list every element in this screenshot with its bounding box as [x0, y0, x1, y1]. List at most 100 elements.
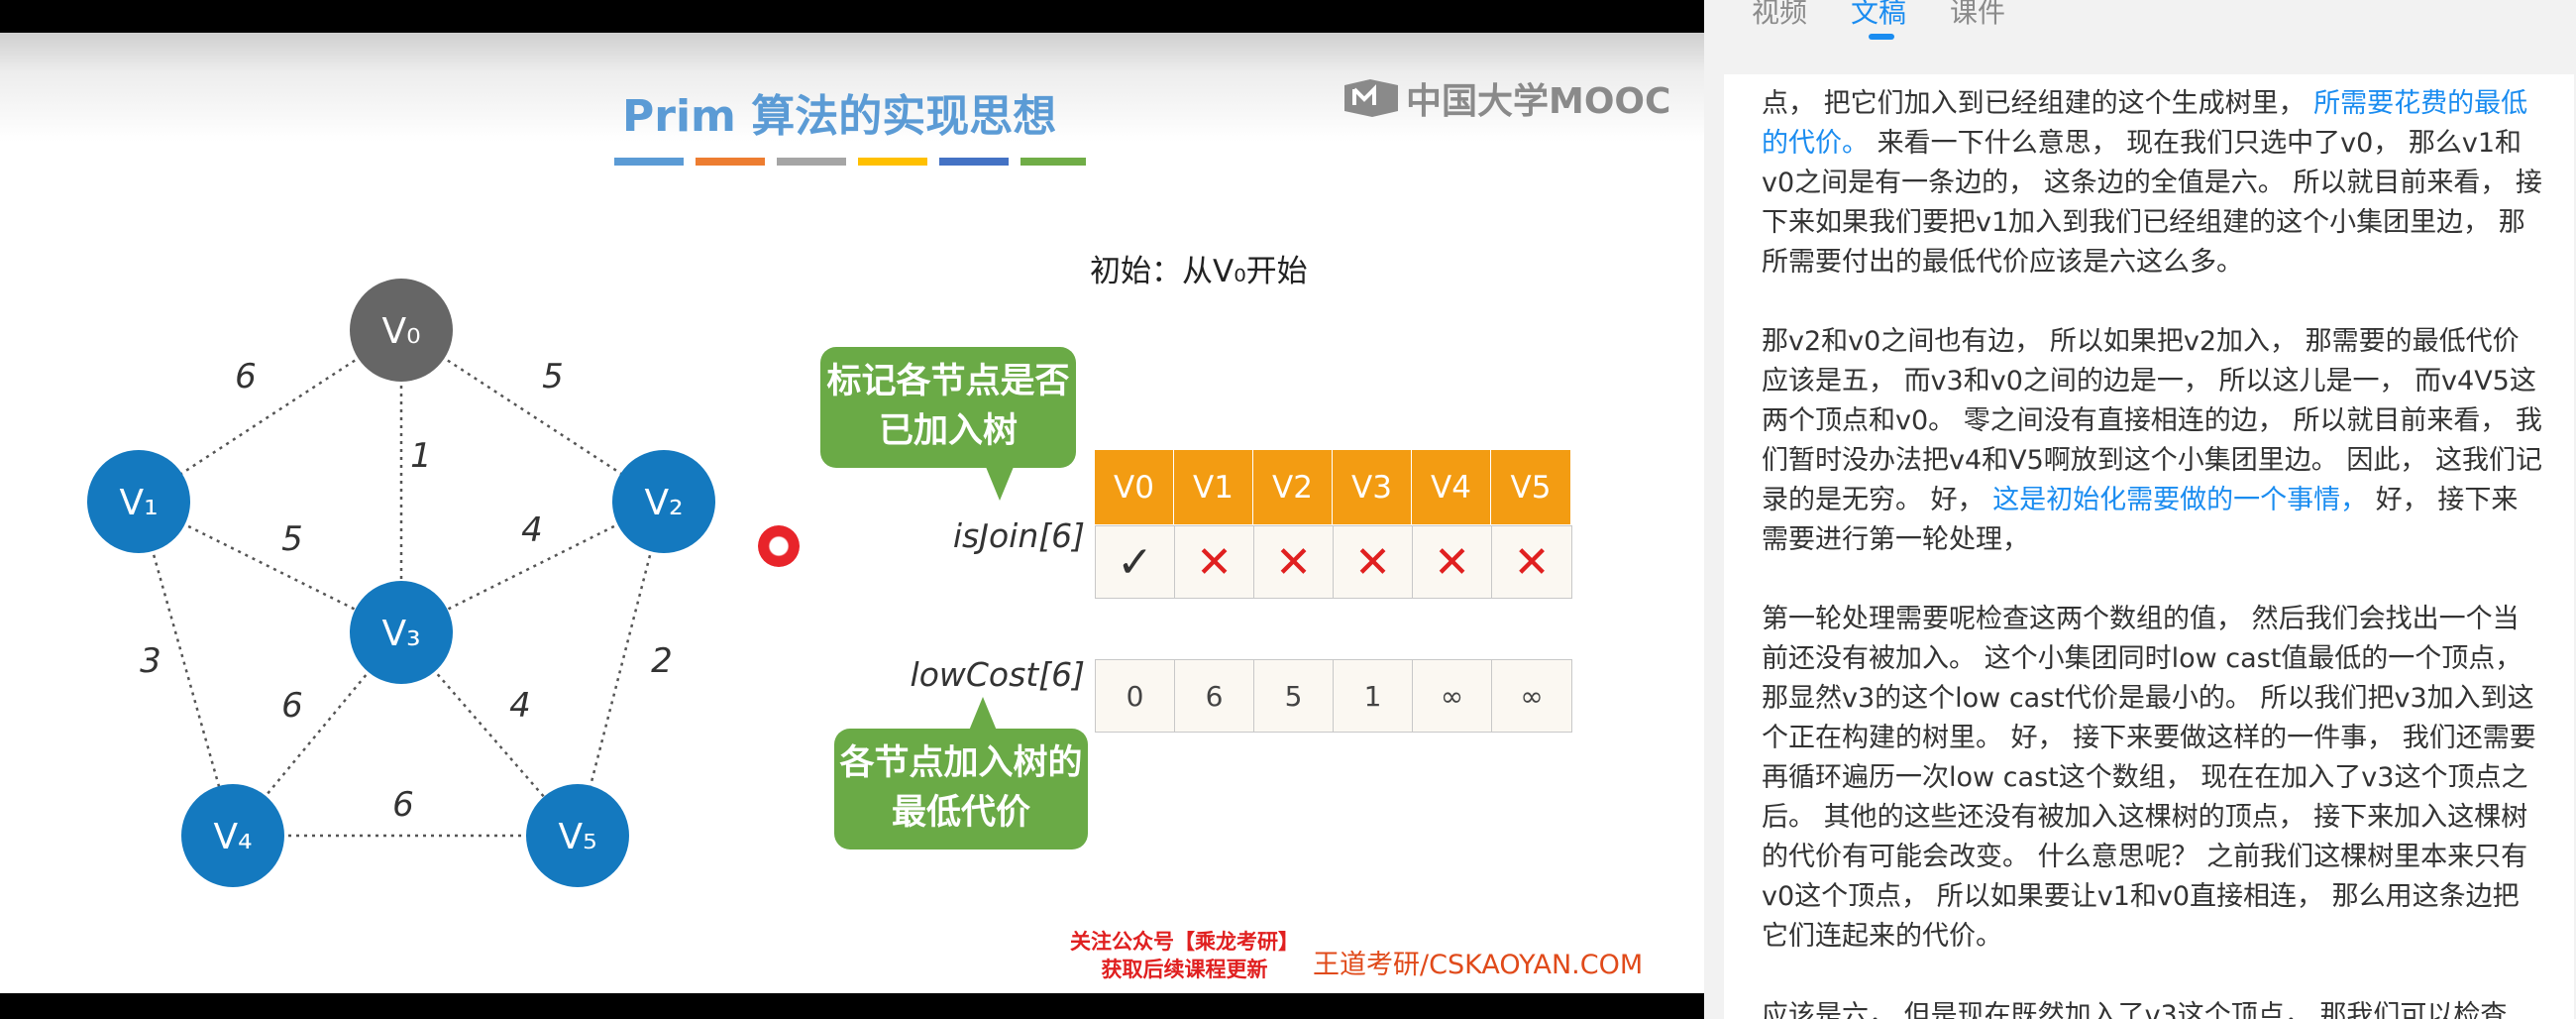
- cross-icon: ✕: [1275, 536, 1312, 588]
- lowcost-row: 0 6 5 1 ∞ ∞: [1095, 659, 1572, 733]
- underline-segment: [777, 158, 846, 166]
- transcript-paragraph: 点， 把它们加入到已经组建的这个生成树里， 所需要花费的最低的代价。 来看一下什…: [1762, 84, 2544, 283]
- graph-diagram: 6 5 1 5 4 3 2 6 4 6 V₀ V₁ V₂ V₃ V₄ V₅: [87, 279, 715, 887]
- mooc-logo-icon: [1344, 79, 1398, 117]
- array-header-row: V0 V1 V2 V3 V4 V5: [1095, 450, 1570, 524]
- lowcost-cell: 1: [1334, 660, 1413, 732]
- highlighted-text: 所需要花费的最低的代价。: [1762, 88, 2528, 159]
- edge-weight: 1: [410, 436, 432, 476]
- transcript-paragraph: 那v2和v0之间也有边， 所以如果把v2加入， 那需要的最低代价应该是五， 而v…: [1762, 322, 2544, 560]
- edge-weight: 2: [651, 641, 673, 681]
- pointer-dot-icon: [758, 525, 800, 567]
- title-underline: [614, 158, 1086, 166]
- promo-line: 获取后续课程更新: [1101, 958, 1268, 981]
- graph-node: [181, 784, 284, 887]
- isjoin-row: ✓ ✕ ✕ ✕ ✕ ✕: [1095, 525, 1572, 599]
- logo-text: 中国大学MOOC: [1406, 81, 1671, 122]
- node-label: V₄: [213, 817, 252, 857]
- promo-text: 关注公众号【乘龙考研】 获取后续课程更新: [1070, 928, 1299, 983]
- header-cell: V3: [1333, 450, 1412, 524]
- header-cell: V2: [1253, 450, 1333, 524]
- transcript-paragraph: 第一轮处理需要呢检查这两个数组的值， 然后我们会找出一个当前还没有被加入。 这个…: [1762, 600, 2544, 957]
- edge-weight: 5: [542, 357, 564, 396]
- cross-icon: ✕: [1354, 536, 1391, 588]
- cross-icon: ✕: [1513, 536, 1551, 588]
- initial-text: 初始：从V₀开始: [1090, 254, 1308, 289]
- transcript-paragraph: 应该是六， 但是现在既然加入了v3这个顶点， 那我们可以检查: [1762, 996, 2544, 1019]
- edge-weight: 4: [521, 510, 543, 550]
- check-icon: ✓: [1117, 536, 1153, 588]
- tab-transcript[interactable]: 文稿: [1851, 0, 1906, 40]
- transcript-document[interactable]: 点， 把它们加入到已经组建的这个生成树里， 所需要花费的最低的代价。 来看一下什…: [1724, 74, 2574, 1019]
- header-cell: V1: [1174, 450, 1253, 524]
- node-label: V₂: [644, 483, 683, 523]
- graph-node: [87, 450, 190, 553]
- underline-segment: [696, 158, 765, 166]
- callout-tail: [986, 467, 1014, 501]
- header-cell: V5: [1491, 450, 1570, 524]
- transcript-text: 来看一下什么意思， 现在我们只选中了v0， 那么v1和v0之间是有一条边的， 这…: [1762, 128, 2542, 278]
- underline-segment: [858, 158, 927, 166]
- transcript-text: 好， 接下来需要进行第一轮处理，: [1762, 485, 2519, 555]
- isjoin-cell: ✕: [1254, 526, 1334, 598]
- lowcost-label: lowCost[6]: [910, 655, 1085, 694]
- graph-node: [350, 279, 453, 382]
- graph-edge: [576, 501, 666, 837]
- highlighted-text: 这是初始化需要做的一个事情，: [1992, 485, 2368, 515]
- graph-node: [612, 450, 715, 553]
- isjoin-label: isJoin[6]: [952, 516, 1085, 555]
- promo-line: 关注公众号【乘龙考研】: [1070, 930, 1299, 954]
- edge-weight: 4: [509, 686, 531, 726]
- lowcost-cell: 0: [1096, 660, 1175, 732]
- lowcost-value: ∞: [1520, 679, 1544, 713]
- lowcost-value: ∞: [1440, 679, 1464, 713]
- lowcost-cell: 5: [1254, 660, 1334, 732]
- cross-icon: ✕: [1434, 536, 1470, 588]
- edge-weight: 5: [281, 519, 303, 559]
- isjoin-cell: ✕: [1413, 526, 1492, 598]
- tab-courseware[interactable]: 课件: [1950, 0, 2006, 29]
- lowcost-value: 6: [1205, 679, 1224, 713]
- transcript-text: 那v2和v0之间也有边， 所以如果把v2加入， 那需要的最低代价应该是五， 而v…: [1762, 326, 2542, 515]
- lowcost-cell: 6: [1175, 660, 1254, 732]
- underline-segment: [614, 158, 684, 166]
- lowcost-cell: ∞: [1413, 660, 1492, 732]
- side-panel: 视频 文稿 课件 点， 把它们加入到已经组建的这个生成树里， 所需要花费的最低的…: [1704, 0, 2576, 1019]
- mooc-logo: 中国大学MOOC: [1342, 72, 1670, 124]
- isjoin-cell: ✓: [1096, 526, 1175, 598]
- underline-segment: [939, 158, 1009, 166]
- tab-video[interactable]: 视频: [1752, 0, 1808, 29]
- edge-weight: 6: [281, 686, 303, 726]
- lowcost-cell: ∞: [1492, 660, 1571, 732]
- underline-segment: [1020, 158, 1086, 166]
- edge-weight: 3: [140, 641, 161, 681]
- lecture-slide: 6 5 1 5 4 3 2 6 4 6 V₀ V₁ V₂ V₃ V₄ V₅ Prim 算法的实现思想 中国大学…: [0, 33, 1704, 993]
- isjoin-cell: ✕: [1492, 526, 1571, 598]
- graph-node: [350, 581, 453, 684]
- edge-weight: 6: [235, 357, 257, 396]
- cross-icon: ✕: [1196, 536, 1233, 588]
- transcript-text: 点， 把它们加入到已经组建的这个生成树里，: [1762, 88, 2314, 119]
- node-label: V₁: [119, 483, 158, 523]
- header-cell: V0: [1095, 450, 1174, 524]
- callout-isjoin: 标记各节点是否已加入树: [820, 347, 1076, 468]
- isjoin-cell: ✕: [1175, 526, 1254, 598]
- brand-text: 王道考研/CSKAOYAN.COM: [1313, 950, 1644, 980]
- edge-weight: 6: [392, 785, 414, 825]
- lowcost-value: 1: [1363, 679, 1382, 713]
- node-label: V₀: [381, 311, 420, 352]
- lowcost-value: 5: [1284, 679, 1303, 713]
- callout-tail: [969, 697, 997, 731]
- slide-title: Prim 算法的实现思想: [622, 91, 1057, 142]
- node-label: V₃: [381, 614, 420, 654]
- graph-edge: [137, 501, 235, 837]
- header-cell: V4: [1412, 450, 1491, 524]
- video-player[interactable]: 6 5 1 5 4 3 2 6 4 6 V₀ V₁ V₂ V₃ V₄ V₅ Prim 算法的实现思想 中国大学…: [0, 0, 1704, 1019]
- transcript-text: 第一轮处理需要呢检查这两个数组的值， 然后我们会找出一个当前还没有被加入。 这个…: [1762, 604, 2536, 952]
- panel-tabs: 视频 文稿 课件: [1752, 0, 2005, 40]
- transcript-text: 应该是六， 但是现在既然加入了v3这个顶点， 那我们可以检查: [1762, 1000, 2508, 1019]
- node-label: V₅: [558, 817, 596, 857]
- graph-node: [526, 784, 629, 887]
- isjoin-cell: ✕: [1334, 526, 1413, 598]
- lowcost-value: 0: [1126, 679, 1144, 713]
